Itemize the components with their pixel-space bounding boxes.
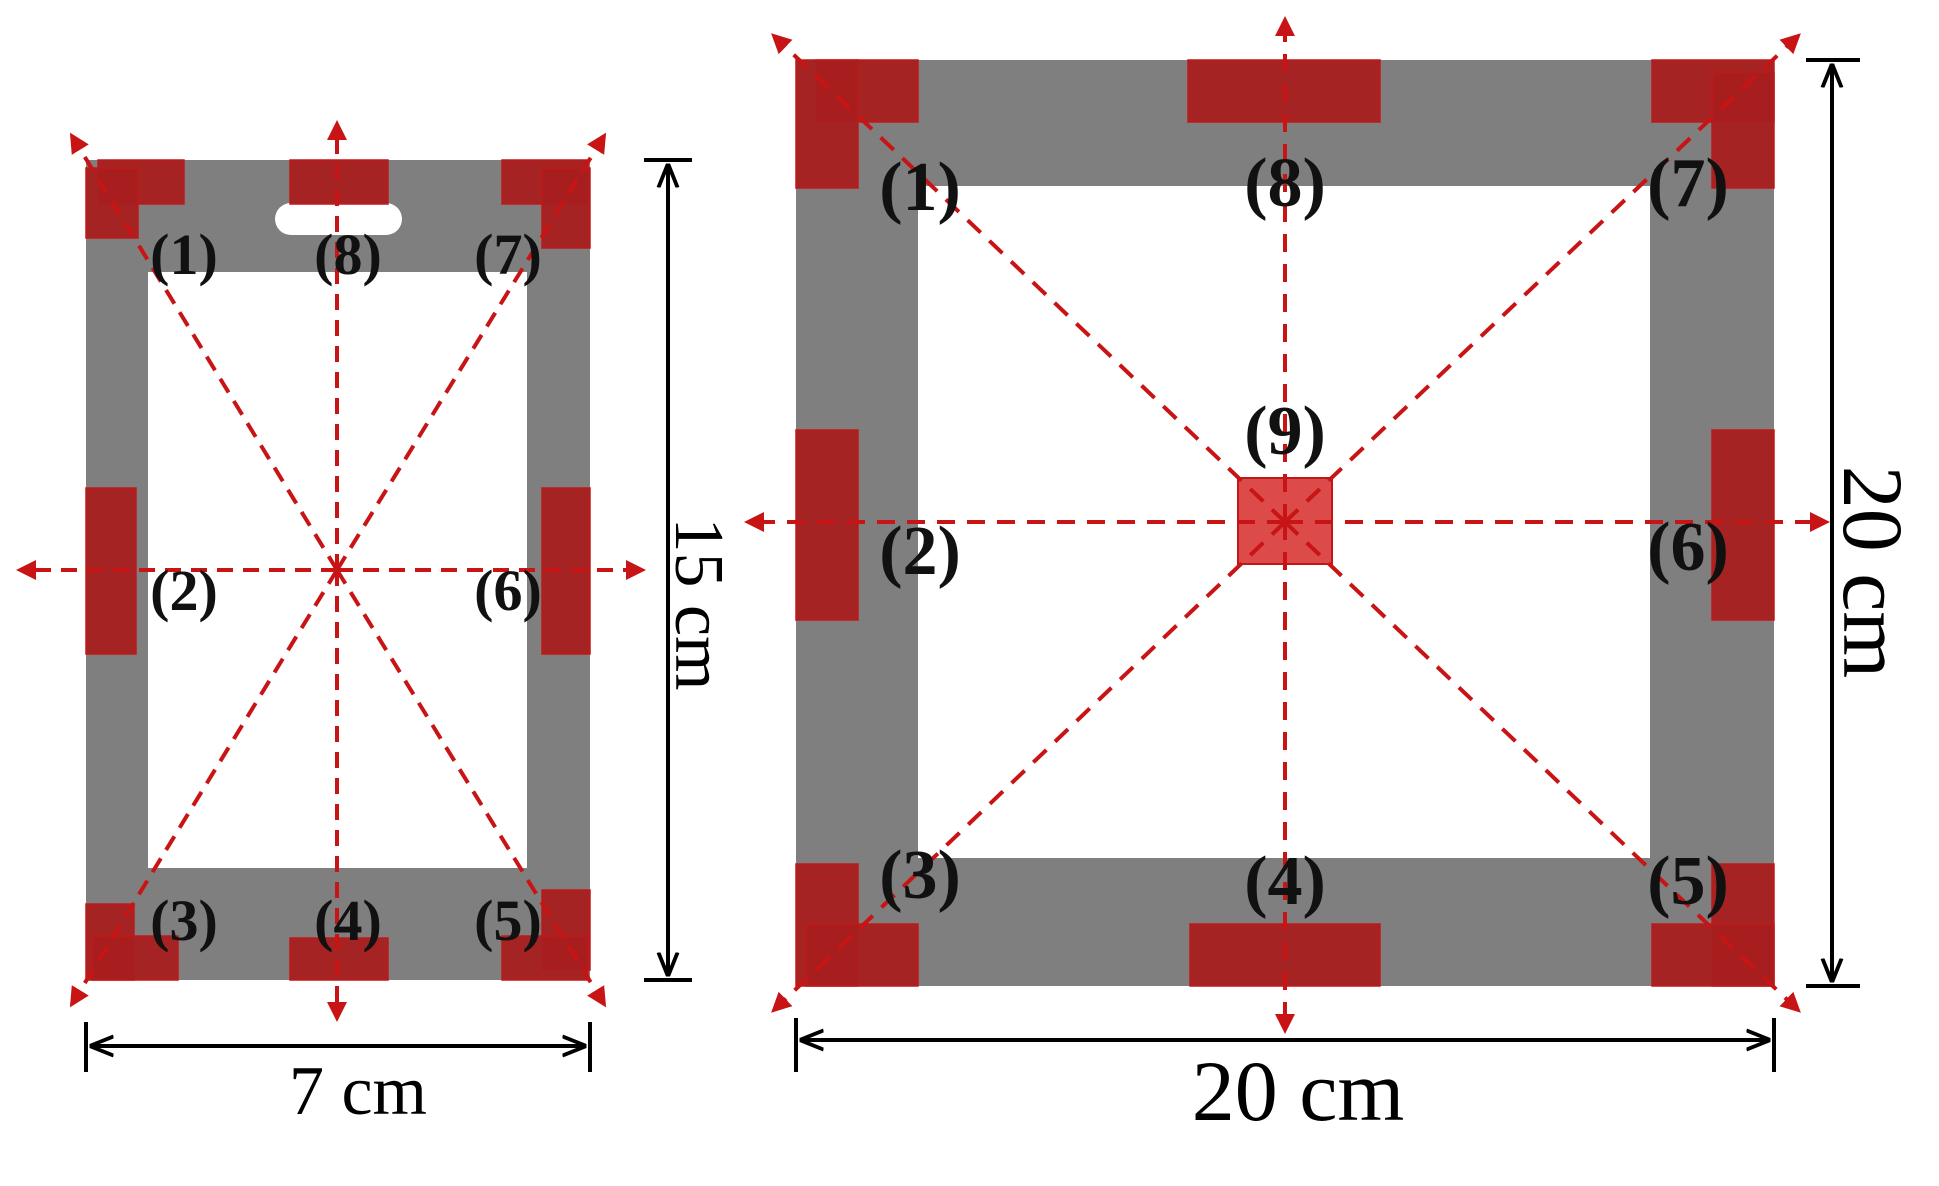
- left-guide-diagonal-b: [335, 132, 607, 572]
- right-pad-1b: [795, 59, 859, 189]
- right-label-9: (9): [1244, 393, 1326, 470]
- right-label-1: (1): [879, 149, 961, 226]
- right-frame: [796, 60, 1774, 986]
- left-guide-diagonal-c: [69, 568, 339, 1008]
- right-pads: [795, 59, 1775, 987]
- right-pad-7b: [1711, 71, 1775, 189]
- left-guide-diagonal-d: [335, 568, 607, 1008]
- left-label-2: (2): [150, 558, 218, 623]
- right-diagram: (1) (2) (3) (4) (5) (6) (7) (8) (9) 20 c…: [744, 16, 1921, 1139]
- right-pad-6: [1711, 429, 1775, 621]
- right-label-2: (2): [879, 513, 961, 590]
- right-labels: (1) (2) (3) (4) (5) (6) (7) (8) (9): [879, 145, 1729, 920]
- right-label-7: (7): [1647, 145, 1729, 222]
- left-height-label: 15 cm: [660, 517, 737, 690]
- left-diagram: (1) (2) (3) (4) (5) (6) (7) (8) 7 cm 15 …: [16, 120, 737, 1130]
- left-label-7: (7): [474, 222, 542, 287]
- right-guide-diagonal-a: [771, 33, 1287, 524]
- left-label-3: (3): [150, 888, 218, 953]
- right-height-dimension: [1806, 58, 1860, 988]
- left-width-dimension: [84, 1022, 592, 1072]
- left-pad-7b: [541, 167, 591, 249]
- left-pad-3b: [91, 935, 179, 981]
- left-label-4: (4): [314, 888, 382, 953]
- right-pad-2: [795, 429, 859, 621]
- right-label-5: (5): [1647, 843, 1729, 920]
- right-label-4: (4): [1244, 843, 1326, 920]
- left-frame: [86, 160, 590, 980]
- left-label-8: (8): [314, 222, 382, 287]
- right-pad-5b: [1651, 923, 1775, 987]
- right-guides: [744, 16, 1830, 1034]
- right-width-label: 20 cm: [1192, 1043, 1405, 1139]
- left-guide-diagonal-a: [69, 132, 339, 572]
- left-label-5: (5): [474, 888, 542, 953]
- right-label-8: (8): [1244, 145, 1326, 222]
- right-label-3: (3): [879, 837, 961, 914]
- right-width-dimension: [794, 1018, 1776, 1072]
- right-pad-3b: [805, 923, 919, 987]
- left-label-6: (6): [474, 558, 542, 623]
- right-height-label: 20 cm: [1825, 466, 1921, 679]
- left-label-1: (1): [150, 222, 218, 287]
- left-width-label: 7 cm: [289, 1053, 427, 1130]
- right-label-6: (6): [1647, 509, 1729, 586]
- left-height-dimension: [644, 158, 692, 982]
- left-guides: [16, 120, 646, 1022]
- left-labels: (1) (2) (3) (4) (5) (6) (7) (8): [150, 222, 542, 953]
